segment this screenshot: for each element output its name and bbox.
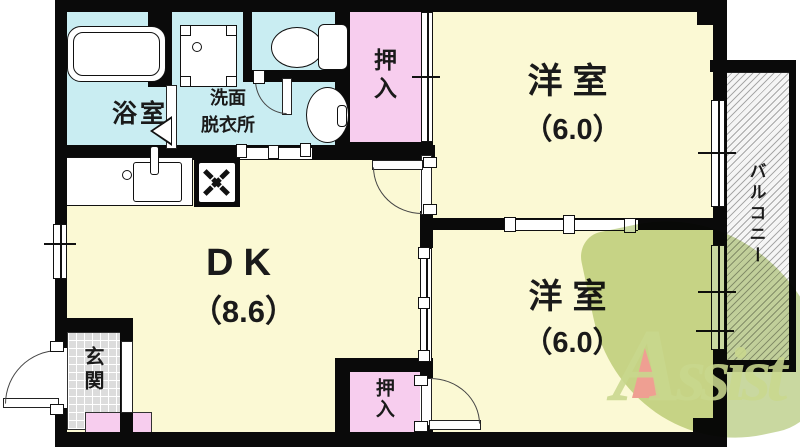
balcony-label: バルコニー [746,162,766,267]
washing-machine-pan-icon [180,25,237,87]
closet-top-floor [350,12,421,143]
western-room-top-floor [432,12,713,218]
room-size: （6.0） [523,114,622,147]
sliding-door-handle [418,247,430,259]
assist-logo-rest: ssist [676,333,787,417]
window-tick [44,243,76,245]
entrance-label: 玄関 [81,346,103,394]
sliding-door-handle [504,217,516,232]
wall-closet-bottom-left [335,358,350,436]
toilet-icon [271,27,323,68]
entrance-door-arc [5,350,59,404]
bathroom-label: 浴室 [111,100,168,128]
sliding-door-handle [268,145,279,159]
sliding-door-tick [412,76,440,78]
window-dk-left [53,224,67,279]
room-size: （8.6） [190,293,297,329]
wall-closet-top-south [335,142,433,155]
wall-left [55,0,67,447]
door-hinge [253,70,265,84]
dk-label: DK （8.6） [67,242,420,329]
closet-top-label: 押入 [370,48,397,104]
wash-basin-faucet [337,105,347,127]
closet-bottom-floor [350,372,420,432]
stove-icon [194,158,240,207]
bathtub-inner [73,32,160,76]
balcony-wall-top [710,60,795,72]
sliding-door-handle [236,144,247,158]
wall-toilet-left [243,12,252,82]
kitchen-sink-drain [122,170,132,180]
wall-entrance-north [55,318,133,332]
toilet-tank-icon [318,24,348,70]
door-hinge [423,204,437,215]
window-tick [698,152,736,154]
door-hinge [414,421,428,432]
room-name: DK [206,242,281,284]
western-room-top-label: 洋室 （6.0） [432,62,713,148]
door-hinge [414,375,428,386]
balcony-wall-right [789,60,796,372]
closet-bottom-label: 押入 [372,378,394,420]
door-hinge [50,341,64,352]
sliding-door-handle [418,350,430,362]
entrance-inner-door [121,341,133,413]
washroom-label-line1: 洗面 [210,88,246,108]
door-hinge [50,404,64,415]
wall-bottom [55,432,727,447]
door-hinge [423,157,437,168]
assist-logo-text: Assist [612,306,787,425]
room-name: 洋室 [527,62,618,101]
washroom-label: 洗面 脱衣所 [178,88,278,135]
wall-closet-bottom-north [335,358,433,372]
bathtub-icon [67,26,166,82]
washroom-label-line2: 脱衣所 [201,114,255,135]
sliding-door-handle [418,297,430,309]
kitchen-faucet [150,146,159,175]
sliding-door-handle [563,215,575,234]
wall-top [55,0,727,12]
wall-toilet-south [243,70,348,82]
assist-logo-first-letter: A [612,308,681,423]
sliding-door-handle [300,143,311,157]
